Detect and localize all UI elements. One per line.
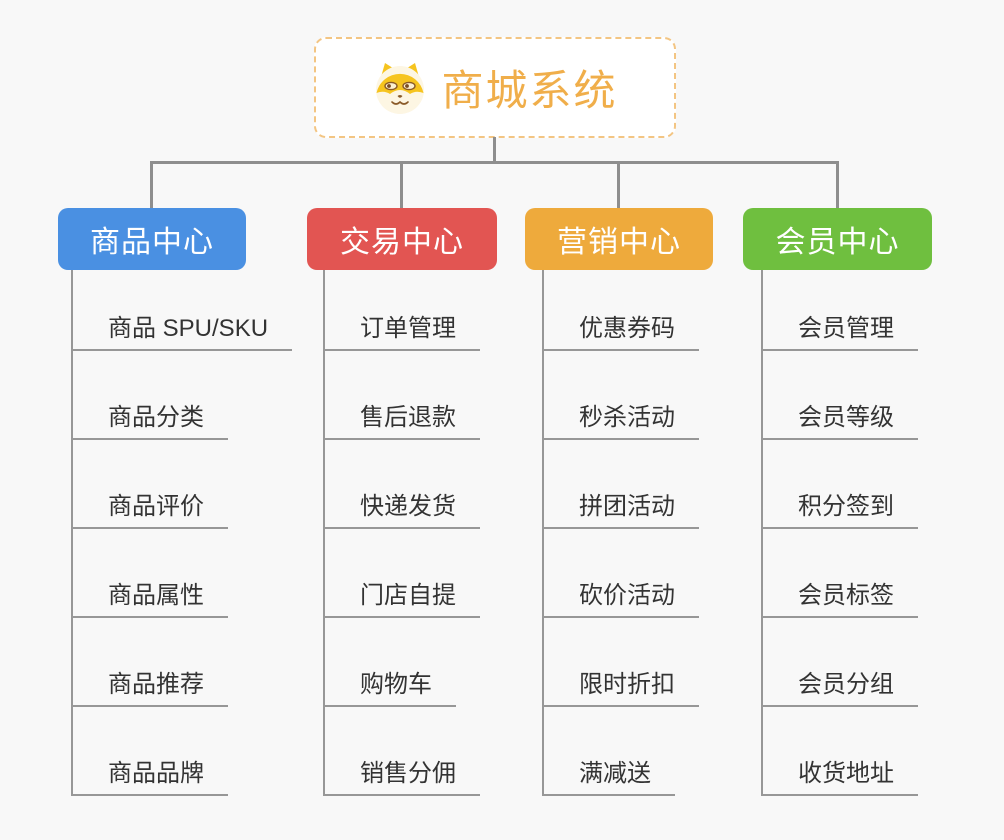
branch-item[interactable]: 会员分组: [763, 618, 918, 707]
branch-item[interactable]: 售后退款: [325, 351, 480, 440]
branch-button-product-center[interactable]: 商品中心: [58, 208, 246, 270]
branch-item[interactable]: 销售分佣: [325, 707, 480, 796]
branch-button-member-center[interactable]: 会员中心: [743, 208, 932, 270]
branch-button-marketing-center[interactable]: 营销中心: [525, 208, 713, 270]
branch-item[interactable]: 商品 SPU/SKU: [73, 266, 293, 351]
connector-drop-2: [400, 161, 403, 208]
connector-root-stem: [493, 137, 496, 164]
branch-item[interactable]: 商品属性: [73, 529, 228, 618]
branch-items-member-center: 会员管理会员等级积分签到会员标签会员分组收货地址: [761, 266, 918, 796]
branch-item[interactable]: 满减送: [544, 707, 675, 796]
branch-item[interactable]: 订单管理: [325, 266, 480, 351]
branch-item[interactable]: 会员管理: [763, 266, 918, 351]
doge-icon: [376, 62, 425, 114]
branch-item[interactable]: 限时折扣: [544, 618, 699, 707]
branch-item[interactable]: 门店自提: [325, 529, 480, 618]
branch-items-trade-center: 订单管理售后退款快递发货门店自提购物车销售分佣: [323, 266, 480, 796]
branch-item[interactable]: 快递发货: [325, 440, 480, 529]
branch-item[interactable]: 商品分类: [73, 351, 228, 440]
branch-item[interactable]: 拼团活动: [544, 440, 699, 529]
connector-drop-3: [617, 161, 620, 208]
branch-item[interactable]: 商品评价: [73, 440, 228, 529]
connector-horizontal-bar: [150, 161, 838, 164]
branch-item[interactable]: 购物车: [325, 618, 456, 707]
branch-item[interactable]: 优惠券码: [544, 266, 699, 351]
connector-drop-1: [150, 161, 153, 208]
branch-button-trade-center[interactable]: 交易中心: [307, 208, 497, 270]
branch-item[interactable]: 积分签到: [763, 440, 918, 529]
branch-item[interactable]: 秒杀活动: [544, 351, 699, 440]
branch-item[interactable]: 商品品牌: [73, 707, 228, 796]
branch-item[interactable]: 商品推荐: [73, 618, 228, 707]
branch-item[interactable]: 会员标签: [763, 529, 918, 618]
branch-item[interactable]: 会员等级: [763, 351, 918, 440]
branch-item[interactable]: 收货地址: [763, 707, 918, 796]
branch-items-marketing-center: 优惠券码秒杀活动拼团活动砍价活动限时折扣满减送: [542, 266, 699, 796]
root-node[interactable]: 商城系统: [314, 37, 676, 138]
connector-drop-4: [836, 161, 839, 208]
branch-item[interactable]: 砍价活动: [544, 529, 699, 618]
root-title: 商城系统: [441, 67, 618, 114]
